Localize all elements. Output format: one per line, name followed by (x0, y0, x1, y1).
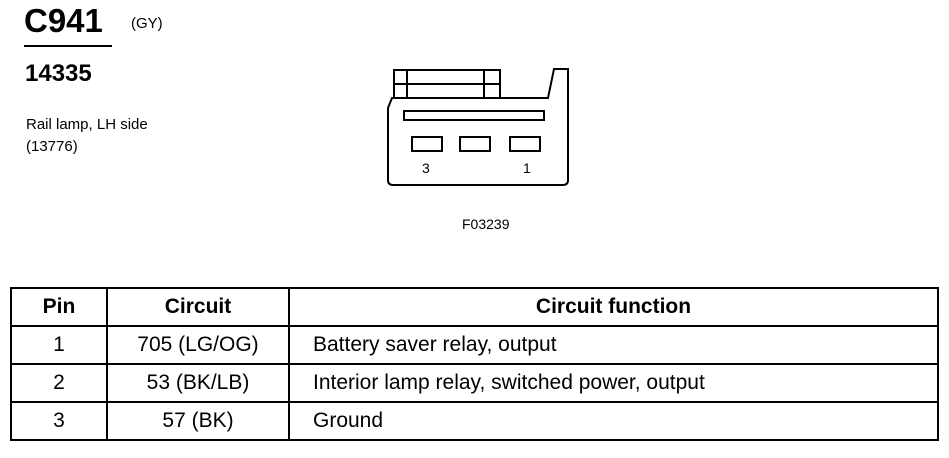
table-row: 3 57 (BK) Ground (10, 401, 939, 441)
description-line-1: Rail lamp, LH side (26, 116, 148, 133)
pin-label-3: 3 (422, 160, 430, 176)
pin-cavity-1 (509, 136, 541, 152)
table-header-row: Pin Circuit Circuit function (10, 287, 939, 327)
table-row: 2 53 (BK/LB) Interior lamp relay, switch… (10, 363, 939, 403)
header-circuit: Circuit (106, 287, 290, 327)
pin-label-1: 1 (523, 160, 531, 176)
connector-face-diagram: 3 1 (387, 68, 569, 186)
part-number: 14335 (25, 60, 92, 87)
circuit-cell: 57 (BK) (106, 401, 290, 441)
function-cell: Ground (288, 401, 939, 441)
figure-code: F03239 (462, 216, 510, 232)
pin-cell: 3 (10, 401, 108, 441)
connector-id-underline (24, 45, 112, 47)
connector-description: Rail lamp, LH side (13776) (26, 114, 148, 158)
circuit-cell: 53 (BK/LB) (106, 363, 290, 403)
function-cell: Interior lamp relay, switched power, out… (288, 363, 939, 403)
header-circuit-function: Circuit function (288, 287, 939, 327)
terminal-bar (403, 110, 545, 121)
pin-cavity-2 (459, 136, 491, 152)
pinout-table: Pin Circuit Circuit function 1 705 (LG/O… (10, 287, 939, 441)
pin-cell: 2 (10, 363, 108, 403)
description-line-2: (13776) (26, 138, 78, 155)
connector-id: C941 (24, 2, 103, 39)
header-pin: Pin (10, 287, 108, 327)
circuit-cell: 705 (LG/OG) (106, 325, 290, 365)
pin-cell: 1 (10, 325, 108, 365)
pin-cavity-3 (411, 136, 443, 152)
connector-color: (GY) (131, 15, 163, 32)
connector-housing (387, 68, 569, 186)
table-row: 1 705 (LG/OG) Battery saver relay, outpu… (10, 325, 939, 365)
function-cell: Battery saver relay, output (288, 325, 939, 365)
